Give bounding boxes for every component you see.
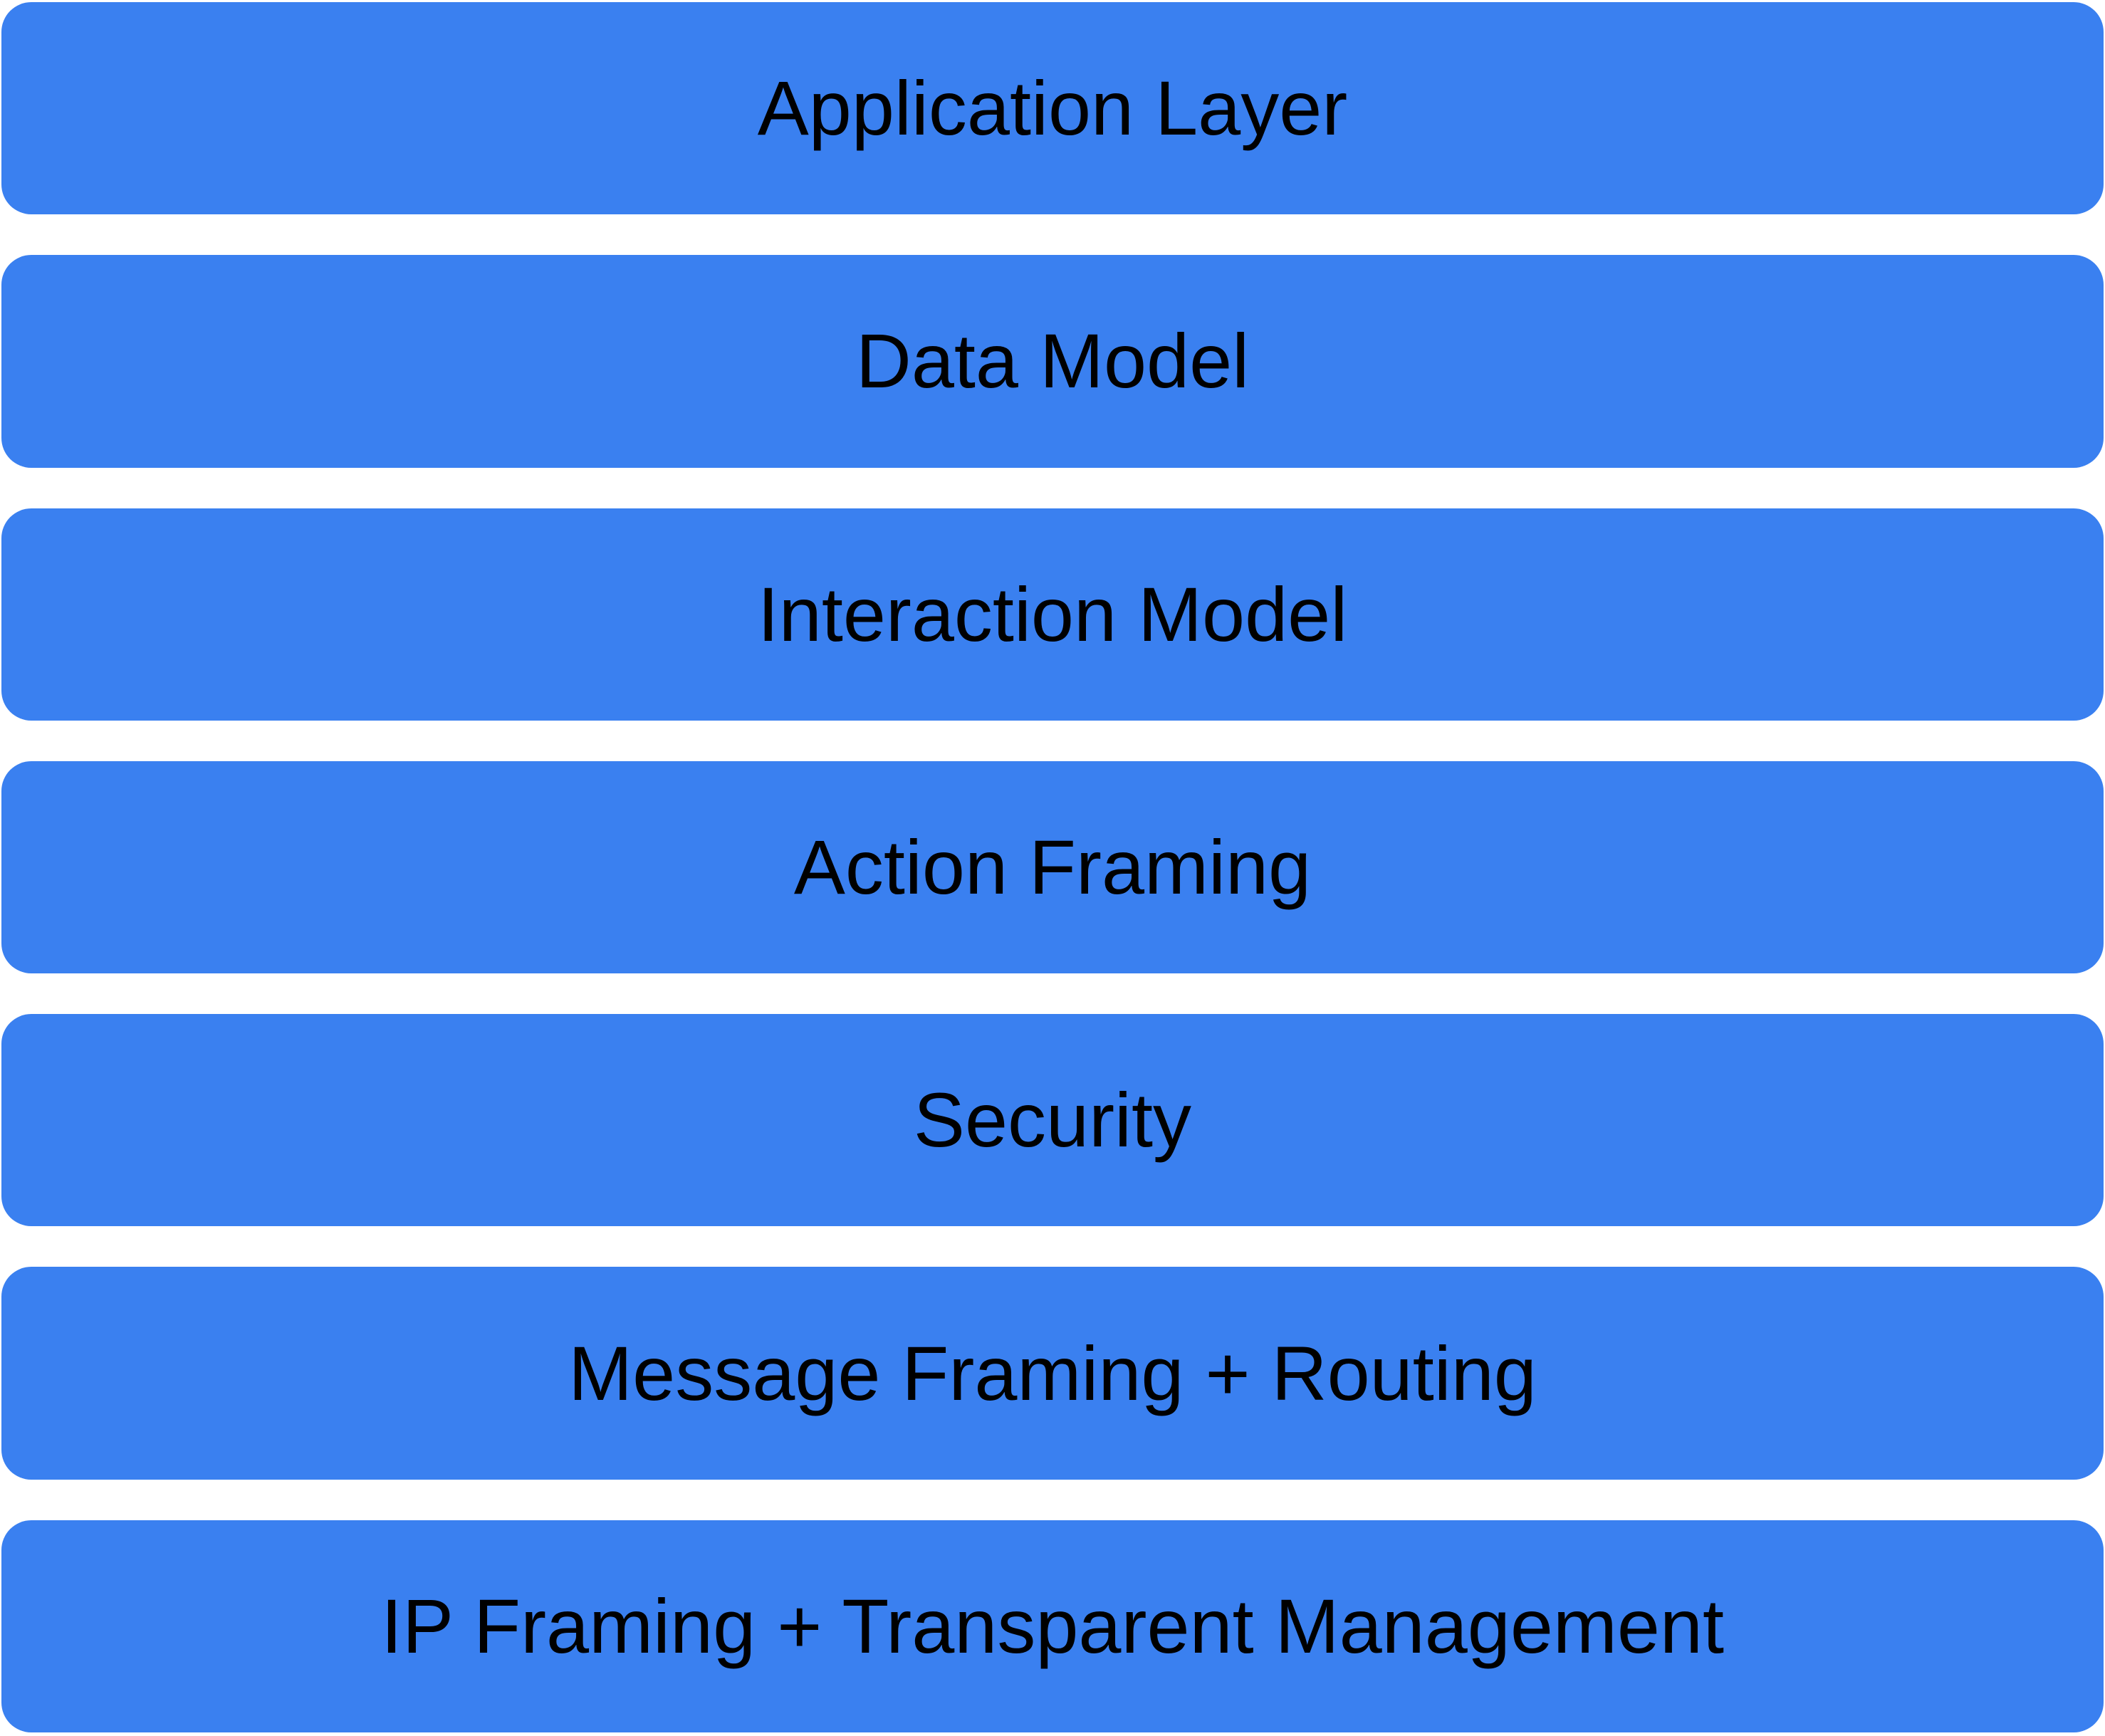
layer-label: Interaction Model bbox=[757, 570, 1348, 657]
layer-block-message-framing-routing: Message Framing + Routing bbox=[1, 1267, 2104, 1480]
layer-label: Message Framing + Routing bbox=[568, 1329, 1537, 1416]
layer-block-application-layer: Application Layer bbox=[1, 2, 2104, 215]
layer-block-interaction-model: Interaction Model bbox=[1, 508, 2104, 721]
layer-block-data-model: Data Model bbox=[1, 255, 2104, 468]
layer-label: Application Layer bbox=[757, 65, 1348, 152]
layer-label: IP Framing + Transparent Management bbox=[381, 1582, 1724, 1669]
layer-label: Data Model bbox=[855, 318, 1250, 404]
layer-block-action-framing: Action Framing bbox=[1, 760, 2104, 974]
layer-block-ip-framing-transparent-management: IP Framing + Transparent Management bbox=[1, 1520, 2104, 1732]
layer-label: Security bbox=[913, 1077, 1192, 1164]
layer-label: Action Framing bbox=[793, 823, 1312, 910]
layer-block-security: Security bbox=[1, 1014, 2104, 1227]
